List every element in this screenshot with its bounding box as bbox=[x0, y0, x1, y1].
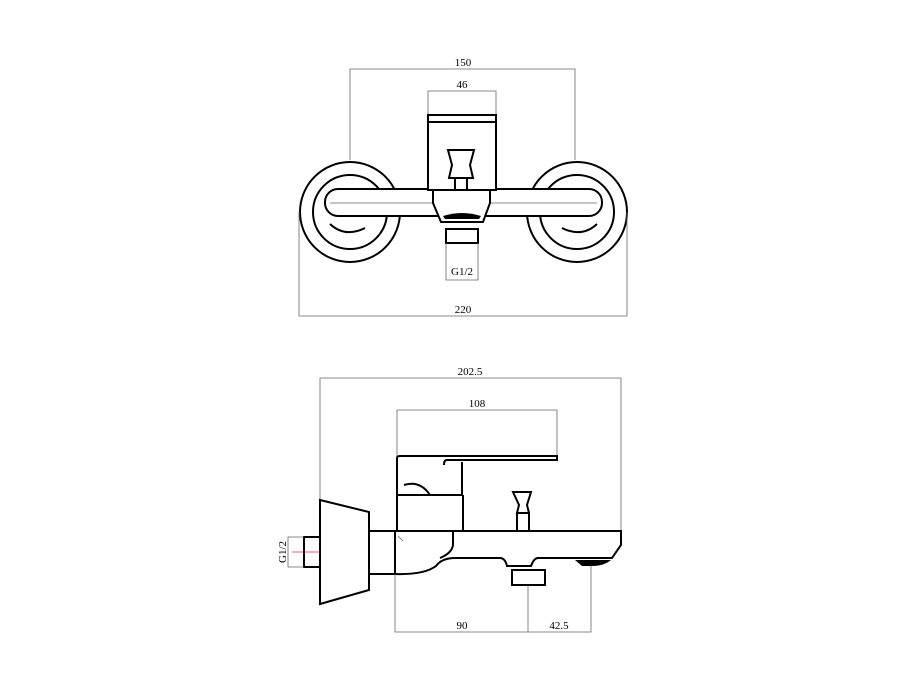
dim-46-label: 46 bbox=[457, 79, 469, 91]
dim-90: 90 bbox=[394, 574, 529, 633]
mixer-body-side bbox=[319, 455, 622, 606]
wall-thread-side: G1/2 bbox=[277, 536, 321, 568]
dim-150: 150 bbox=[349, 57, 576, 160]
dim-202-5-label: 202.5 bbox=[458, 366, 483, 378]
dim-42-5: 42.5 bbox=[528, 566, 592, 633]
dim-42-5-label: 42.5 bbox=[549, 620, 569, 632]
dim-90-label: 90 bbox=[457, 620, 469, 632]
top-view: 150 46 G1/2 bbox=[298, 57, 628, 317]
dim-46: 46 bbox=[427, 79, 497, 115]
side-view: 202.5 108 G1/2 90 bbox=[277, 366, 622, 633]
dim-202-5: 202.5 bbox=[319, 366, 622, 531]
dim-220-label: 220 bbox=[455, 304, 472, 316]
dim-220: 220 bbox=[298, 212, 628, 317]
dim-g12-top-label: G1/2 bbox=[451, 266, 473, 278]
dim-108: 108 bbox=[396, 398, 558, 456]
mixer-body-top bbox=[324, 114, 603, 244]
dim-g12-top: G1/2 bbox=[445, 243, 479, 281]
dim-g12-side-label: G1/2 bbox=[277, 541, 289, 563]
dim-150-label: 150 bbox=[455, 57, 472, 69]
dim-108-label: 108 bbox=[469, 398, 486, 410]
